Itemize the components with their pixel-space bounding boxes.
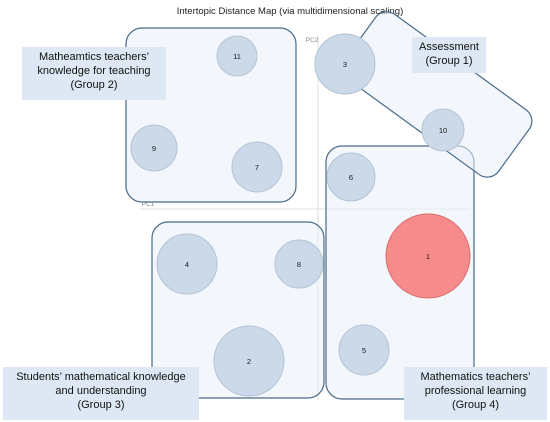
topic-bubble-10[interactable]: 10	[421, 108, 465, 152]
topic-bubble-6[interactable]: 6	[326, 152, 376, 202]
topic-bubble-9[interactable]: 9	[130, 124, 178, 172]
topic-bubble-4[interactable]: 4	[156, 233, 218, 295]
topic-label-7: 7	[255, 163, 259, 172]
topic-bubble-2[interactable]: 2	[213, 325, 285, 397]
group2-label-line-2: knowledge for teaching	[37, 65, 151, 77]
topic-circle-8	[274, 239, 324, 289]
group3-label: Students’ mathematical knowledge and und…	[3, 367, 199, 420]
group4-label-line-1: Mathematics teachers’	[420, 371, 531, 383]
topic-label-8: 8	[297, 260, 301, 269]
topic-circle-7	[231, 141, 283, 193]
group1-label-line-2: (Group 1)	[425, 55, 473, 67]
group4-label: Mathematics teachers’ professional learn…	[404, 367, 547, 420]
topic-label-5: 5	[362, 346, 366, 355]
topic-bubble-8[interactable]: 8	[274, 239, 324, 289]
group3-label-line-1: Students’ mathematical knowledge	[16, 371, 186, 383]
topic-circle-3	[314, 33, 376, 95]
topic-label-4: 4	[185, 260, 189, 269]
group3-label-line-2: and understanding	[55, 385, 147, 397]
topic-circle-4	[156, 233, 218, 295]
group2-label-line-1: Matheamtics teachers’	[38, 51, 150, 63]
topic-circle-6	[326, 152, 376, 202]
topic-bubble-1[interactable]: 1	[385, 213, 471, 299]
topic-label-11: 11	[233, 52, 241, 61]
topic-label-9: 9	[152, 144, 156, 153]
topic-circle-11	[216, 35, 258, 77]
group4-label-line-3: (Group 4)	[451, 399, 500, 411]
topic-bubble-3[interactable]: 3	[314, 33, 376, 95]
pc1-axis-label: PC1	[142, 201, 155, 208]
topic-label-2: 2	[247, 357, 251, 366]
topic-circle-5	[338, 324, 390, 376]
topic-circle-1	[385, 213, 471, 299]
topic-circle-2	[213, 325, 285, 397]
topic-label-1: 1	[426, 252, 430, 261]
topic-bubble-7[interactable]: 7	[231, 141, 283, 193]
topic-label-10: 10	[439, 126, 447, 135]
group1-label: Assessment (Group 1)	[412, 37, 486, 73]
group4-label-line-2: professional learning	[424, 385, 527, 397]
topic-bubble-11[interactable]: 11	[216, 35, 258, 77]
group3-label-line-3: (Group 3)	[77, 399, 125, 411]
topic-label-3: 3	[343, 60, 347, 69]
topic-label-6: 6	[349, 173, 353, 182]
group1-label-line-1: Assessment	[419, 41, 479, 53]
group2-label: Matheamtics teachers’ knowledge for teac…	[22, 47, 166, 100]
topic-circle-9	[130, 124, 178, 172]
group2-label-line-3: (Group 2)	[70, 79, 118, 91]
map-title: Intertopic Distance Map (via multidimens…	[177, 6, 404, 17]
pc2-axis-label: PC2	[306, 37, 319, 44]
topic-circle-10	[421, 108, 465, 152]
topic-bubble-5[interactable]: 5	[338, 324, 390, 376]
